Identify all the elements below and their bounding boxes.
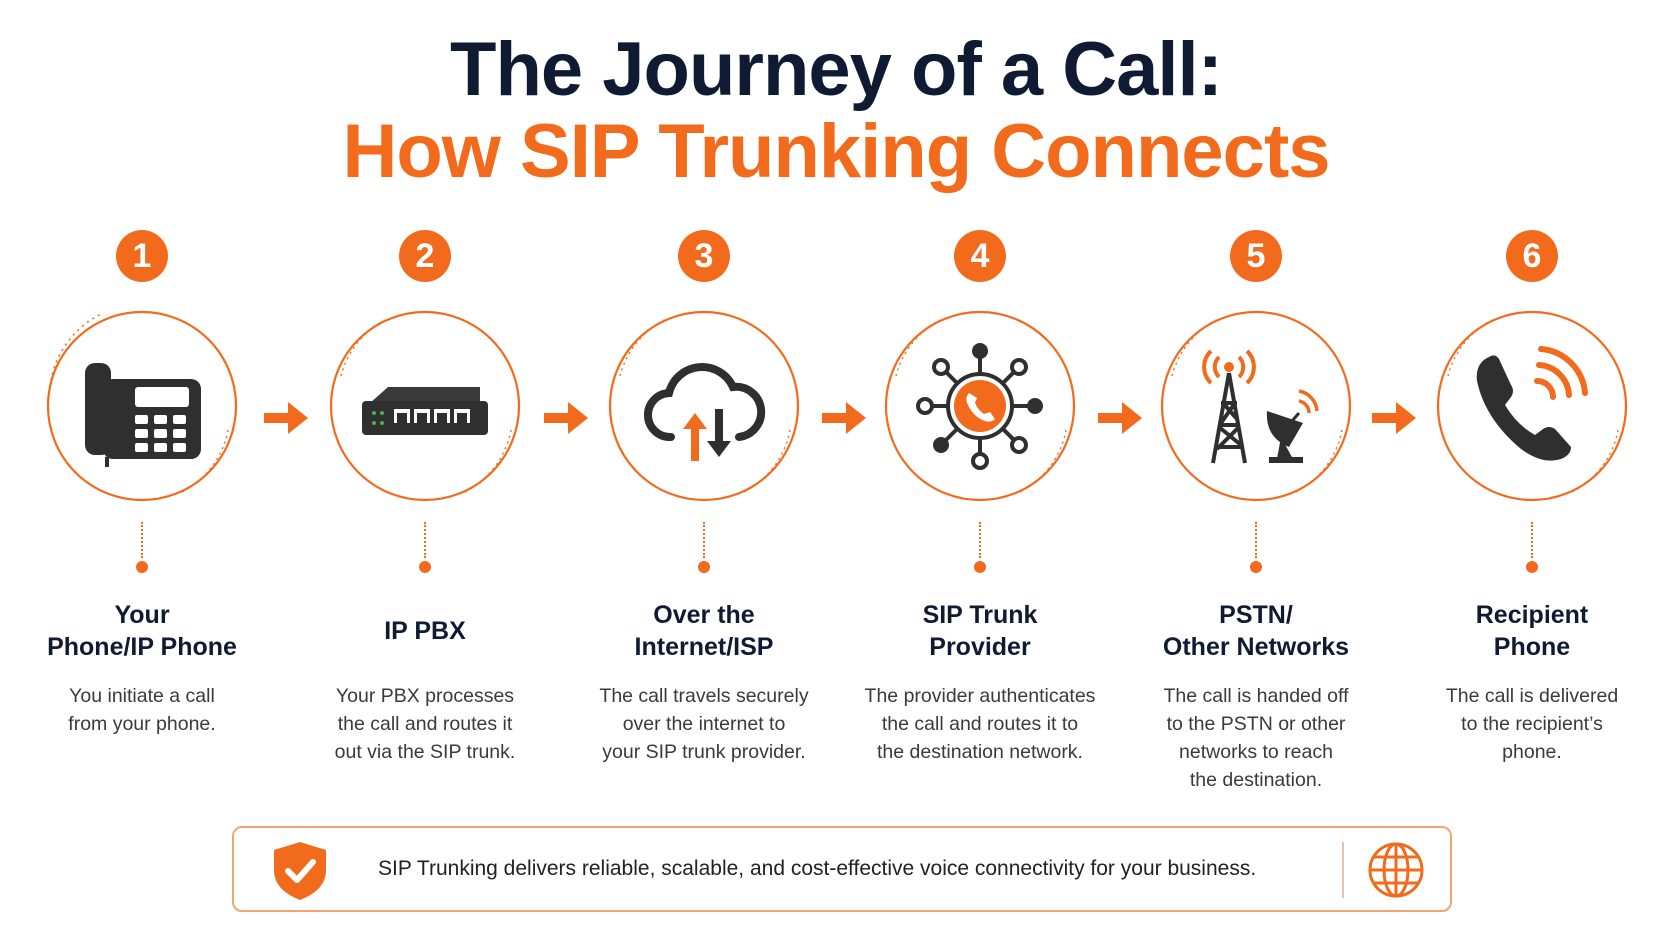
connector-line [979,522,981,558]
step-ring [884,310,1076,502]
pbx-switch-icon [362,387,488,435]
step-description: Your PBX processes the call and routes i… [334,685,516,763]
cloud-upload-download-icon [644,363,766,461]
step-title-text: PSTN/ Other Networks [1162,601,1350,661]
step-description: The provider authenticates the call and … [864,685,1096,763]
step-number: 1 [116,230,168,282]
globe-icon [1368,842,1424,898]
network-hub-phone-icon [916,343,1043,470]
connector-line [1531,522,1533,558]
step-title: SIP Trunk Provider [840,596,1120,666]
step-title: Over the Internet/ISP [564,596,844,666]
connector-dot [1526,561,1538,573]
arrow-right-icon [1098,402,1142,434]
page-subtitle: How SIP Trunking Connects [342,109,1330,194]
arrow-right-icon [544,402,588,434]
ringing-phone-icon [1476,346,1588,461]
step-description: The call travels securely over the inter… [599,685,809,763]
step-title: Your Phone/IP Phone [2,596,282,666]
step-4: 4 SIP Trunk Provider The provider authen… [840,222,1120,802]
step-ring [608,310,800,502]
step-description: The call is delivered to the recipient’s… [1445,685,1619,763]
connector-dot [1250,561,1262,573]
step-number: 3 [678,230,730,282]
page-title: The Journey of a Call: [450,27,1223,112]
connector-dot [419,561,431,573]
step-description: The call is handed off to the PSTN or ot… [1163,685,1349,791]
step-1: 1 Your Phone/IP Phone You initiate a cal… [2,222,282,802]
step-title-text: IP PBX [384,617,466,645]
connector-line [424,522,426,558]
banner-divider [1342,842,1344,898]
connector-dot [136,561,148,573]
step-title-text: Recipient Phone [1475,601,1589,661]
step-5: 5 PSTN/ Other Networks The call is [1116,222,1396,802]
arrow-right-icon [264,402,308,434]
shield-check-icon [274,842,326,900]
connector-dot [698,561,710,573]
step-ring [1436,310,1628,502]
step-description: You initiate a call from your phone. [68,685,216,735]
connector-line [141,522,143,558]
step-number: 4 [954,230,1006,282]
connector-line [703,522,705,558]
connector-dot [974,561,986,573]
step-title-text: Your Phone/IP Phone [47,601,237,661]
step-title: IP PBX [285,596,565,666]
desk-phone-icon [85,363,201,467]
step-number: 2 [399,230,451,282]
step-2: 2 IP PBX Your PBX processes the call and… [285,222,565,802]
step-ring [329,310,521,502]
summary-banner: SIP Trunking delivers reliable, scalable… [232,826,1452,912]
step-6: 6 Recipient Phone The call is delivered … [1392,222,1672,802]
step-ring [1160,310,1352,502]
step-title-text: Over the Internet/ISP [634,601,774,661]
cell-tower-satellite-icon [1202,349,1319,464]
arrow-right-icon [1372,402,1416,434]
banner-text: SIP Trunking delivers reliable, scalable… [378,857,1257,880]
step-number: 6 [1506,230,1558,282]
step-title: PSTN/ Other Networks [1116,596,1396,666]
step-number: 5 [1230,230,1282,282]
connector-line [1255,522,1257,558]
step-title-text: SIP Trunk Provider [922,601,1038,661]
step-ring [46,310,238,502]
arrow-right-icon [822,402,866,434]
step-3: 3 Over the Internet/ISP The call travels… [564,222,844,802]
step-title: Recipient Phone [1392,596,1672,666]
